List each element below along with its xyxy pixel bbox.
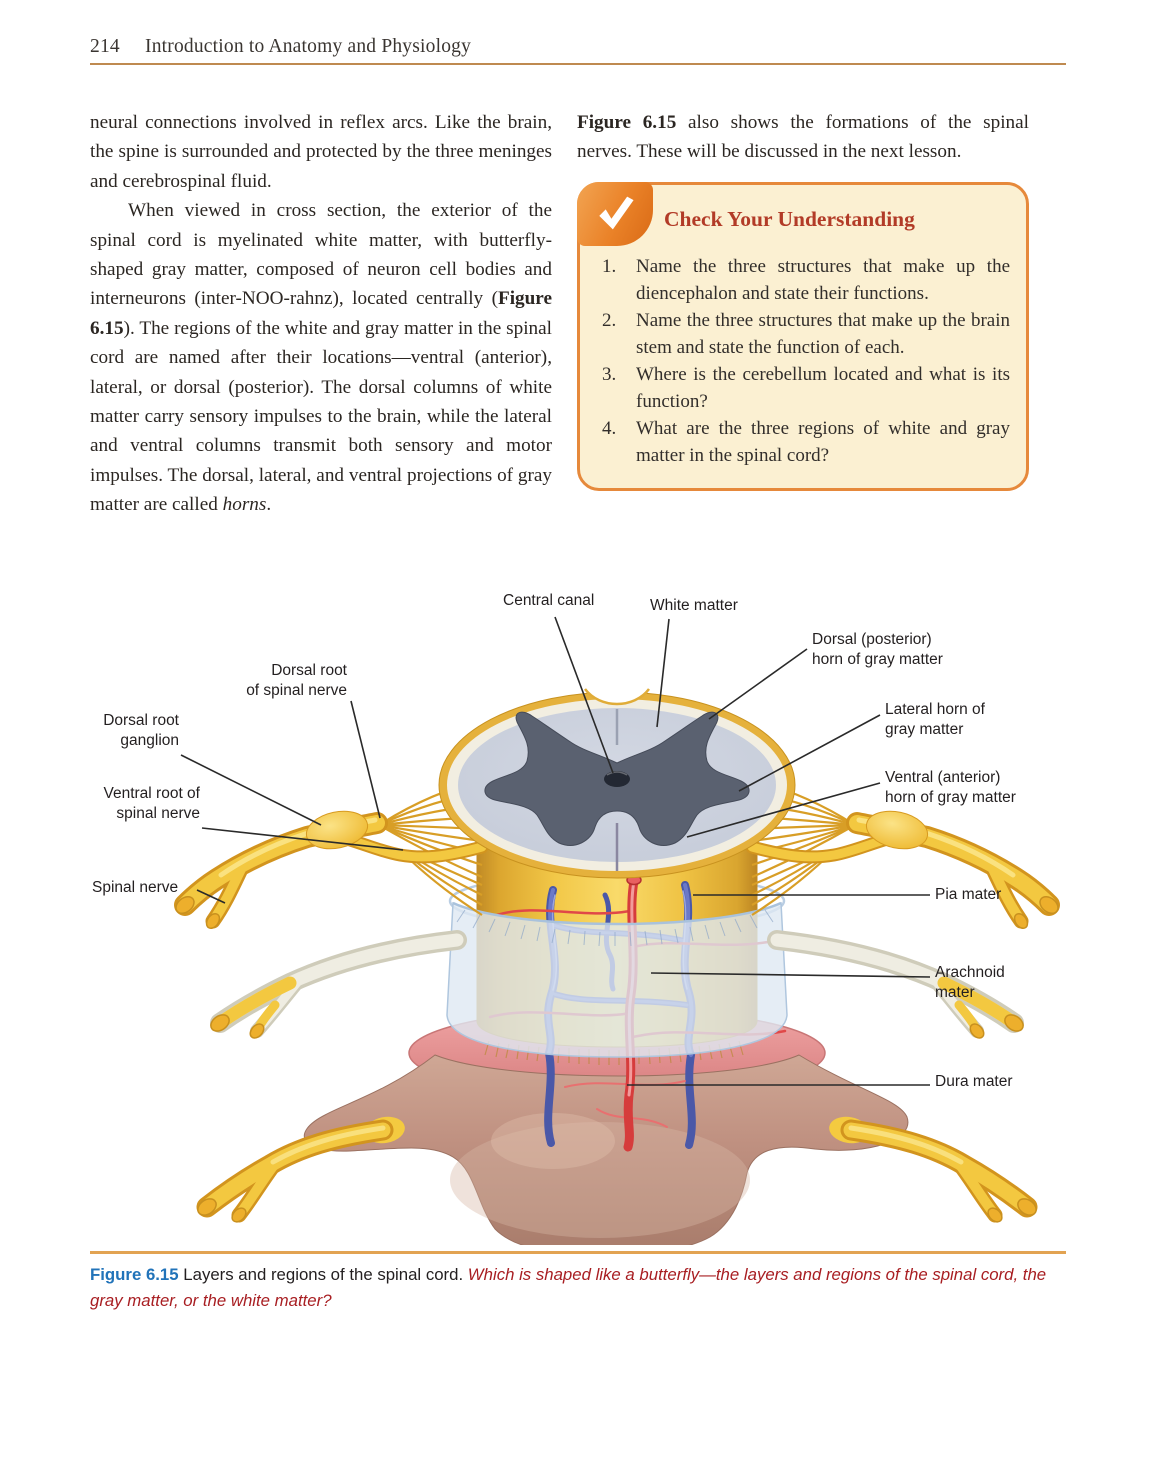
list-item: 1. Name the three structures that make up…	[602, 254, 1010, 307]
body-text: When viewed in cross section, the exteri…	[90, 200, 552, 310]
paragraph: When viewed in cross section, the exteri…	[90, 196, 552, 519]
arachnoid-mater-shape	[446, 901, 788, 1058]
body-text: .	[266, 494, 272, 516]
dorsal-root-ganglion-shape	[865, 810, 929, 850]
list-item: 2. Name the three structures that make up…	[602, 308, 1010, 361]
page-number: 214	[90, 36, 120, 57]
caption-text: Layers and regions of the spinal cord.	[178, 1265, 468, 1284]
item-number: 2.	[602, 310, 617, 332]
label-central-canal: Central canal	[503, 592, 595, 609]
spinal-nerve-roots	[174, 810, 1060, 930]
paragraph: Figure 6.15 also shows the formations of…	[577, 108, 1029, 167]
list-item: 3. Where is the cerebellum located and wh…	[602, 362, 1010, 415]
central-canal-shape	[604, 771, 630, 787]
label-pia-mater: Pia mater	[935, 886, 1002, 903]
label-ventral-root: Ventral root of spinal nerve	[103, 785, 200, 822]
body-text: ). The regions of the white and gray mat…	[90, 317, 552, 516]
label-dorsal-root-ganglion: Dorsal root ganglion	[103, 712, 179, 749]
item-text: What are the three regions of white and …	[636, 418, 1010, 466]
label-spinal-nerve: Spinal nerve	[92, 879, 179, 896]
right-text-column: Figure 6.15 also shows the formations of…	[577, 108, 1029, 492]
caption-figure-number: Figure 6.15	[90, 1265, 179, 1284]
figure-reference: Figure 6.15	[577, 112, 677, 133]
running-head-title: Introduction to Anatomy and Physiology	[145, 36, 472, 57]
arachnoid-spinal-nerves	[210, 930, 1024, 1039]
leader-lines	[180, 616, 931, 1086]
label-dura-mater: Dura mater	[935, 1073, 1013, 1090]
check-your-understanding-box: Check Your Understanding 1. Name the thre…	[577, 181, 1029, 492]
page-header: 214 Introduction to Anatomy and Physiolog…	[90, 36, 1066, 58]
item-number: 3.	[602, 364, 617, 386]
label-ventral-horn: Ventral (anterior) horn of gray matter	[885, 769, 1016, 806]
item-number: 4.	[602, 418, 617, 440]
dura-spinal-nerves	[196, 1116, 1038, 1223]
box-title: Check Your Understanding	[664, 206, 915, 231]
header-rule	[90, 63, 1066, 65]
check-icon	[599, 196, 634, 230]
list-item: 4. What are the three regions of white an…	[602, 416, 1010, 469]
item-text: Where is the cerebellum located and what…	[636, 364, 1010, 412]
item-text: Name the three structures that make up t…	[636, 256, 1010, 304]
label-dorsal-horn: Dorsal (posterior) horn of gray matter	[812, 631, 943, 668]
label-arachnoid-mater: Arachnoid mater	[935, 964, 1005, 1001]
label-lateral-horn: Lateral horn of gray matter	[885, 701, 985, 738]
dorsal-root-ganglion-shape	[305, 810, 369, 850]
cord-cross-section	[438, 677, 796, 879]
spinal-cord-illustration	[174, 616, 1060, 1245]
caption-rule	[90, 1251, 1066, 1254]
label-dorsal-root: Dorsal root of spinal nerve	[246, 662, 347, 699]
term-italic: horns	[222, 494, 267, 516]
item-text: Name the three structures that make up t…	[636, 310, 1010, 358]
question-list: 1. Name the three structures that make up…	[602, 254, 1010, 469]
check-badge	[577, 181, 653, 246]
caption-question: Which is shaped like a butterfly—the lay…	[90, 1265, 1047, 1310]
item-number: 1.	[602, 256, 617, 278]
body-text: also shows the formations of the spinal …	[577, 112, 1029, 163]
paragraph: neural connections involved in reflex ar…	[90, 112, 552, 192]
figure-caption: Figure 6.15 Layers and regions of the sp…	[90, 1262, 1075, 1313]
figure-reference: Figure 6.15	[90, 288, 552, 339]
left-text-column: neural connections involved in reflex ar…	[90, 108, 552, 520]
figure-6-15: Central canal White matter Dorsal (poste…	[85, 585, 1075, 1245]
label-white-matter: White matter	[650, 597, 738, 614]
